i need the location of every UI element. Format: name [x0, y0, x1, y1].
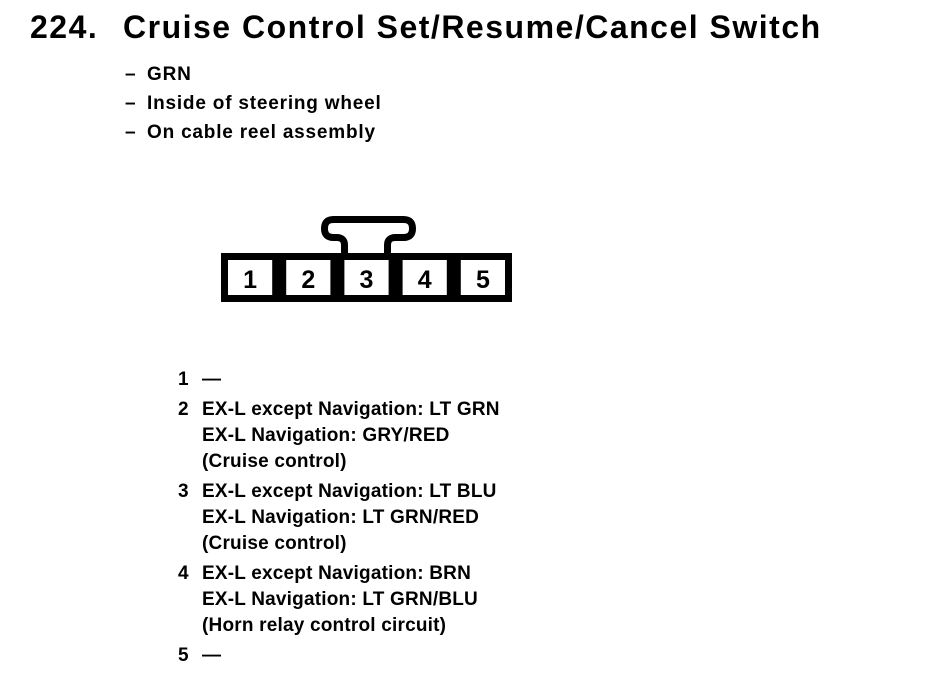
pinout-row: 1—	[178, 367, 500, 393]
connector-pin-number: 4	[418, 266, 432, 294]
connector-tab	[321, 216, 416, 258]
connector-pin-cell	[286, 260, 331, 295]
connector-pin-number: 3	[360, 266, 374, 294]
detail-item: –Inside of steering wheel	[125, 89, 382, 118]
pin-line: EX-L except Navigation: LT BLU	[202, 481, 497, 502]
detail-text: On cable reel assembly	[147, 122, 376, 143]
pin-number: 3	[178, 481, 189, 502]
pin-number: 1	[178, 369, 189, 390]
pin-number: 4	[178, 563, 189, 584]
pin-description: EX-L except Navigation: LT BLU EX-L Navig…	[202, 479, 497, 557]
item-number: 224.	[30, 9, 99, 45]
connector-pin-cell	[402, 260, 447, 295]
connector-pin-number: 2	[301, 266, 315, 294]
detail-list: –GRN–Inside of steering wheel–On cable r…	[125, 60, 382, 147]
pin-line: EX-L Navigation: LT GRN/RED	[202, 507, 480, 528]
pin-line: (Horn relay control circuit)	[202, 615, 447, 636]
pin-number: 2	[178, 399, 189, 420]
pinout-row: 3 EX-L except Navigation: LT BLU EX-L Navi…	[178, 479, 500, 557]
pin-line: EX-L Navigation: LT GRN/BLU	[202, 589, 478, 610]
pin-description: —	[202, 643, 221, 669]
pin-line: —	[202, 645, 222, 666]
pin-description: EX-L except Navigation: LT GRN EX-L Navig…	[202, 397, 500, 475]
pin-line: (Cruise control)	[202, 451, 347, 472]
pin-line: EX-L except Navigation: BRN	[202, 563, 471, 584]
pin-line: EX-L except Navigation: LT GRN	[202, 399, 500, 420]
pinout-row: 2 EX-L except Navigation: LT GRN EX-L Navi…	[178, 397, 500, 475]
pin-line: EX-L Navigation: GRY/RED	[202, 425, 450, 446]
connector-pin-cell	[460, 260, 505, 295]
bullet-dash: –	[125, 64, 137, 85]
pinout-row: 4 EX-L except Navigation: BRN EX-L Navigat…	[178, 561, 500, 639]
connector-pin-number: 5	[476, 266, 490, 294]
connector-diagram: 1 2 3 4 5	[221, 216, 512, 302]
connector-pin-number: 1	[243, 266, 257, 294]
bullet-dash: –	[125, 93, 137, 114]
detail-text: GRN	[147, 64, 192, 85]
pinout-row: 5—	[178, 643, 500, 669]
page-title: Cruise Control Set/Resume/Cancel Switch	[123, 9, 822, 45]
pin-description: —	[202, 367, 221, 393]
detail-item: –GRN	[125, 60, 382, 89]
bullet-dash: –	[125, 122, 137, 143]
pin-description: EX-L except Navigation: BRN EX-L Navigati…	[202, 561, 478, 639]
detail-item: –On cable reel assembly	[125, 118, 382, 147]
detail-text: Inside of steering wheel	[147, 93, 382, 114]
pin-line: —	[202, 369, 222, 390]
pin-line: (Cruise control)	[202, 533, 347, 554]
connector-pin-cell	[228, 260, 273, 295]
pin-number: 5	[178, 645, 189, 666]
connector-pin-cell	[344, 260, 389, 295]
